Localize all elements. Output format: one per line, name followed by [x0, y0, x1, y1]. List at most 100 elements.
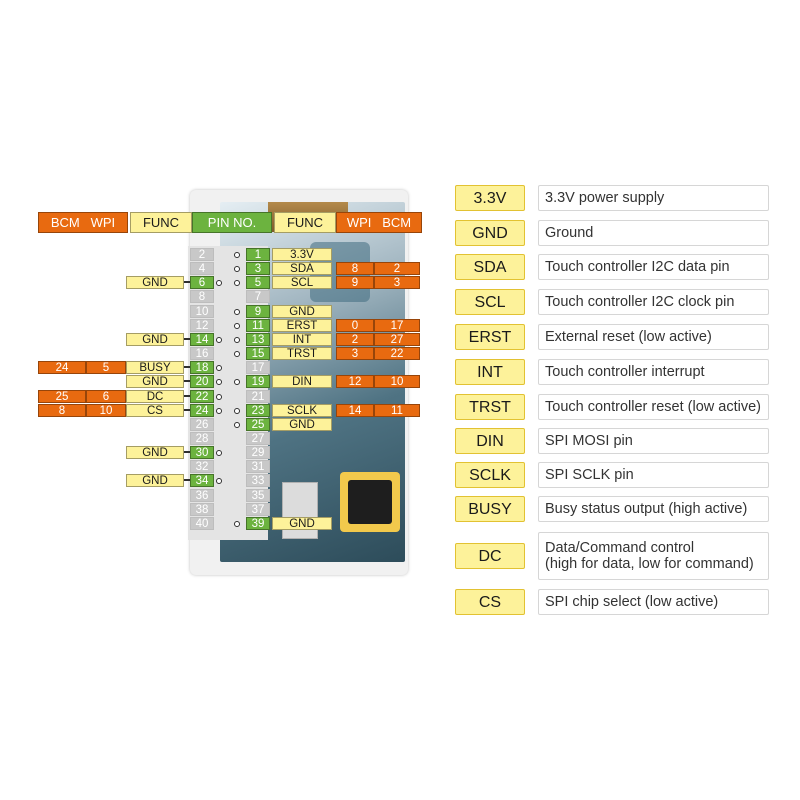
- legend-description: Touch controller I2C data pin: [538, 254, 769, 280]
- pin-10: 10: [190, 305, 214, 318]
- legend-description-line: Touch controller I2C data pin: [545, 259, 730, 275]
- pin-11: 11: [246, 319, 270, 332]
- pin-14-link: [182, 338, 190, 340]
- wpi-right-5: 9: [336, 276, 374, 289]
- legend-description: Touch controller I2C clock pin: [538, 289, 769, 315]
- header-pin-no: PIN NO.: [192, 212, 272, 233]
- pin-13: 13: [246, 333, 270, 346]
- pin-13-dot: [234, 337, 240, 343]
- pin-2: 2: [190, 248, 214, 261]
- header-bcm-wpi-left: BCM WPI: [38, 212, 128, 233]
- legend-description: Touch controller reset (low active): [538, 394, 769, 420]
- pin-37: 37: [246, 503, 270, 516]
- func-left-busy: BUSY: [126, 361, 184, 374]
- pin-40: 40: [190, 517, 214, 530]
- legend-pin-name: SCL: [455, 289, 525, 315]
- pin-6-link: [182, 281, 190, 283]
- pin-27: 27: [246, 432, 270, 445]
- wpi-left-22: 6: [86, 390, 126, 403]
- pin-7: 7: [246, 290, 270, 303]
- legend-pin-name: DIN: [455, 428, 525, 454]
- pin-39: 39: [246, 517, 270, 530]
- legend-row-scl: SCL Touch controller I2C clock pin: [455, 289, 769, 315]
- legend-pin-name: GND: [455, 220, 525, 246]
- pin-14-dot: [216, 337, 222, 343]
- pin-34: 34: [190, 474, 214, 487]
- bcm-left-22: 25: [38, 390, 86, 403]
- pin-38: 38: [190, 503, 214, 516]
- func-right-sda: SDA: [272, 262, 332, 275]
- wpi-left-24: 10: [86, 404, 126, 417]
- pin-24-dot: [216, 408, 222, 414]
- pin-35: 35: [246, 489, 270, 502]
- fpc-connector: [282, 482, 318, 539]
- pin-31: 31: [246, 460, 270, 473]
- pin-14: 14: [190, 333, 214, 346]
- pin-22: 22: [190, 390, 214, 403]
- wpi-right-3: 8: [336, 262, 374, 275]
- func-right-trst: TRST: [272, 347, 332, 360]
- func-right-scl: SCL: [272, 276, 332, 289]
- bcm-right-13: 27: [374, 333, 420, 346]
- touch-connector: [340, 472, 400, 532]
- legend-description: SPI SCLK pin: [538, 462, 769, 488]
- pin-3-dot: [234, 266, 240, 272]
- pin-1: 1: [246, 248, 270, 261]
- pin-9: 9: [246, 305, 270, 318]
- bcm-right-19: 10: [374, 375, 420, 388]
- pin-24-link: [182, 409, 190, 411]
- legend-row-trst: TRST Touch controller reset (low active): [455, 394, 769, 420]
- wpi-right-11: 0: [336, 319, 374, 332]
- legend-description-line: (high for data, low for command): [545, 556, 754, 572]
- pin-20-dot: [216, 379, 222, 385]
- pin-30-dot: [216, 450, 222, 456]
- header-func-right: FUNC: [274, 212, 336, 233]
- pin-15-dot: [234, 351, 240, 357]
- legend-description: SPI chip select (low active): [538, 589, 769, 615]
- legend-description-line: Touch controller I2C clock pin: [545, 294, 735, 310]
- pin-22-dot: [216, 394, 222, 400]
- legend-row-dc: DC Data/Command control(high for data, lo…: [455, 532, 769, 580]
- pin-25: 25: [246, 418, 270, 431]
- func-right-gnd: GND: [272, 305, 332, 318]
- pin-23-dot: [234, 408, 240, 414]
- legend-description: Touch controller interrupt: [538, 359, 769, 385]
- func-left-gnd: GND: [126, 474, 184, 487]
- legend-description-line: Touch controller interrupt: [545, 364, 705, 380]
- bcm-right-3: 2: [374, 262, 420, 275]
- pin-12: 12: [190, 319, 214, 332]
- legend-description: SPI MOSI pin: [538, 428, 769, 454]
- legend-row-din: DIN SPI MOSI pin: [455, 428, 769, 454]
- legend-pin-name: TRST: [455, 394, 525, 420]
- pin-26: 26: [190, 418, 214, 431]
- legend-description: Data/Command control(high for data, low …: [538, 532, 769, 580]
- func-left-gnd: GND: [126, 375, 184, 388]
- legend-description-line: Data/Command control: [545, 540, 695, 556]
- pin-22-link: [182, 395, 190, 397]
- wpi-right-15: 3: [336, 347, 374, 360]
- pin-5: 5: [246, 276, 270, 289]
- header-bcm-left: BCM: [50, 215, 80, 230]
- func-right-3.3v: 3.3V: [272, 248, 332, 261]
- legend-pin-name: DC: [455, 543, 525, 569]
- func-left-gnd: GND: [126, 276, 184, 289]
- legend-pin-name: BUSY: [455, 496, 525, 522]
- bcm-left-24: 8: [38, 404, 86, 417]
- legend-description-line: Ground: [545, 225, 594, 241]
- pin-19-dot: [234, 379, 240, 385]
- pin-15: 15: [246, 347, 270, 360]
- bcm-left-18: 24: [38, 361, 86, 374]
- pin-32: 32: [190, 460, 214, 473]
- func-left-dc: DC: [126, 390, 184, 403]
- legend-row-gnd: GND Ground: [455, 220, 769, 246]
- header-bcm-right: BCM: [382, 215, 412, 230]
- pin-19: 19: [246, 375, 270, 388]
- func-left-gnd: GND: [126, 446, 184, 459]
- legend-description-line: SPI SCLK pin: [545, 467, 634, 483]
- pin-36: 36: [190, 489, 214, 502]
- header-wpi-right: WPI: [346, 215, 372, 230]
